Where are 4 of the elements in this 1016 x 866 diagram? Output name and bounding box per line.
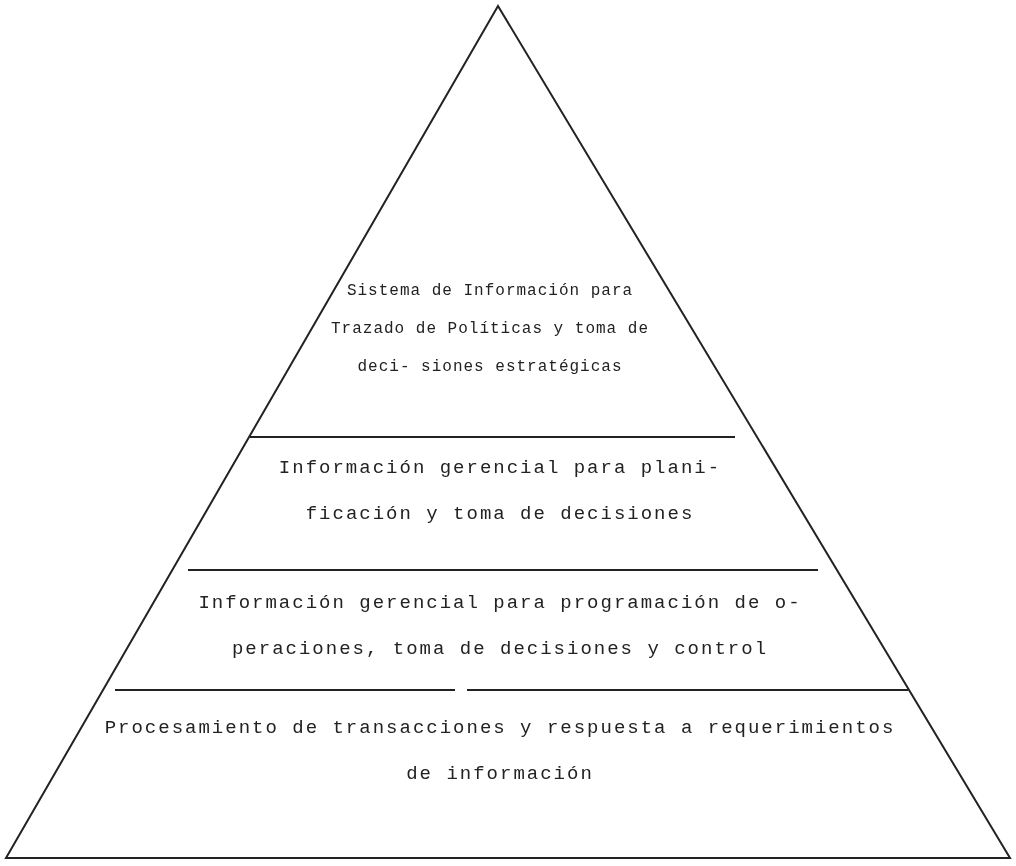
level-label: Sistema de Información para Trazado de Políticas y toma de deci- siones estratégicas	[330, 272, 650, 386]
level-label: Información gerencial para plani- ficación y toma de decisiones	[230, 445, 770, 537]
level-label: Procesamiento de transacciones y respuesta a requerimientos de información	[100, 705, 900, 797]
level-label: Información gerencial para programación de o- peraciones, toma de decisiones y control	[150, 580, 850, 672]
